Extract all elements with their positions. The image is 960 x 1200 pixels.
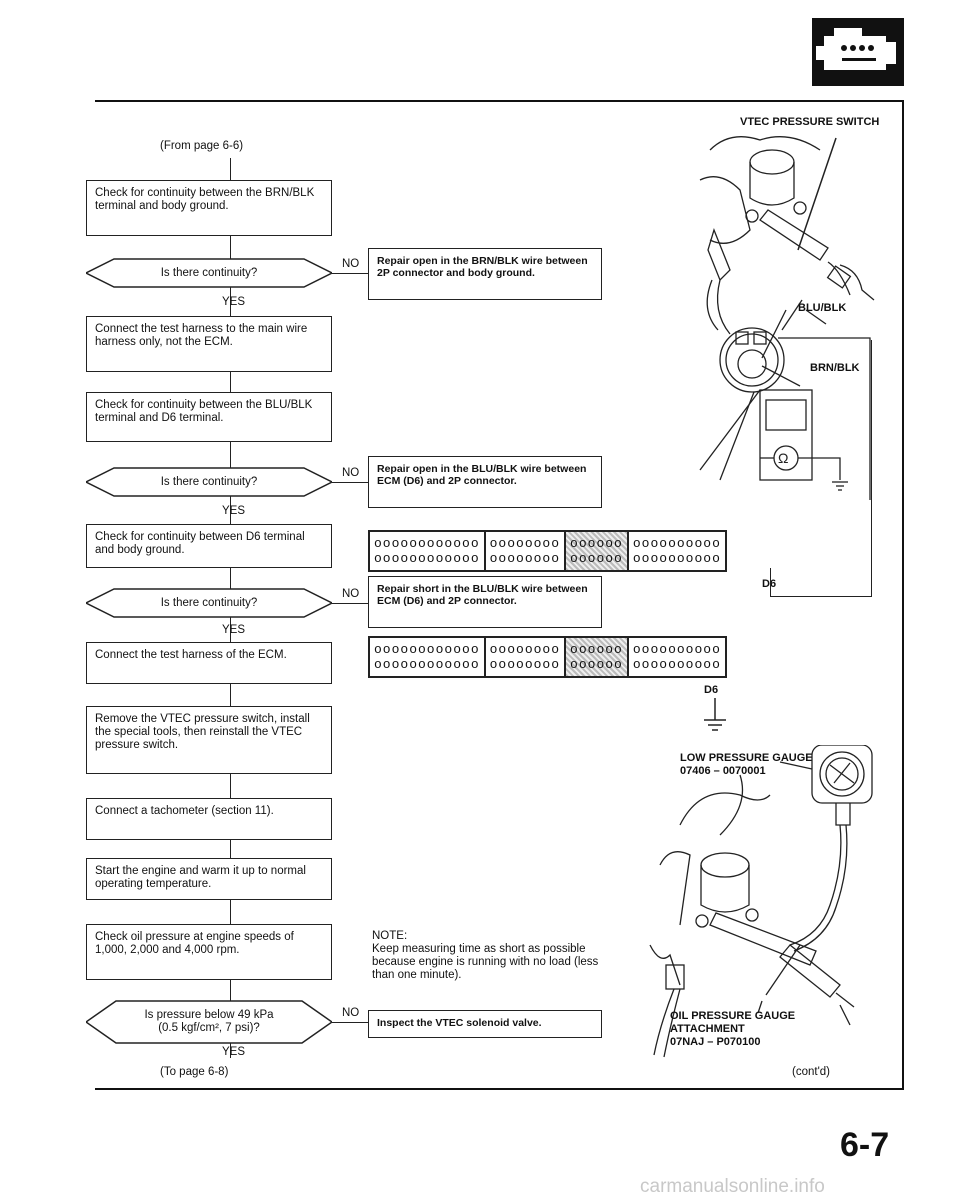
note-title: NOTE:	[372, 930, 408, 942]
oil-pressure-gauge-attachment-label: OIL PRESSURE GAUGE ATTACHMENT 07NAJ – P0…	[670, 1010, 796, 1048]
ground-symbol	[700, 698, 730, 738]
q3-no-label: NO	[342, 588, 360, 600]
step-connect-test-harness-main: Connect the test harness to the main wir…	[86, 316, 332, 372]
q4-no-label: NO	[342, 1007, 360, 1019]
low-pressure-gauge-illustration	[640, 744, 880, 1075]
brn-blk-label: BRN/BLK	[810, 362, 860, 374]
repair-blu-blk-open: Repair open in the BLU/BLK wire between …	[368, 456, 602, 508]
from-page-label: (From page 6-6)	[160, 140, 244, 152]
step-check-d6-ground: Check for continuity between D6 terminal…	[86, 524, 332, 568]
step-remove-vtec-switch: Remove the VTEC pressure switch, install…	[86, 706, 332, 774]
q4-no-connector	[332, 1022, 368, 1023]
question-continuity-3: Is there continuity?	[86, 588, 332, 618]
q1-no-label: NO	[342, 258, 360, 270]
q1-yes-label: YES	[222, 296, 246, 308]
to-page-label: (To page 6-8)	[160, 1066, 229, 1078]
q2-yes-label: YES	[222, 505, 246, 517]
question-continuity-2: Is there continuity?	[86, 467, 332, 497]
blu-blk-label: BLU/BLK	[798, 302, 847, 314]
vtec-switch-illustration: Ω	[690, 120, 900, 590]
right-border	[902, 100, 904, 1090]
step-connect-test-harness-ecm: Connect the test harness of the ECM.	[86, 642, 332, 684]
svg-text:Ω: Ω	[778, 450, 788, 466]
d6-wire-1-up	[871, 340, 872, 597]
page-number: 6-7	[840, 1126, 890, 1164]
watermark: carmanualsonline.info	[640, 1176, 825, 1197]
inspect-vtec-solenoid: Inspect the VTEC solenoid valve.	[368, 1010, 602, 1038]
d6-wire-1	[770, 596, 872, 597]
bottom-rule	[95, 1088, 903, 1090]
q3-no-connector	[332, 603, 368, 604]
engine-section-icon	[812, 18, 904, 86]
step-check-oil-pressure: Check oil pressure at engine speeds of 1…	[86, 924, 332, 980]
step-warm-engine: Start the engine and warm it up to norma…	[86, 858, 332, 900]
repair-brn-blk-open: Repair open in the BRN/BLK wire between …	[368, 248, 602, 300]
note-body: Keep measuring time as short as possible…	[372, 943, 599, 981]
q3-yes-label: YES	[222, 624, 246, 636]
vtec-pressure-switch-label: VTEC PRESSURE SWITCH	[740, 116, 880, 128]
low-pressure-gauge-label: LOW PRESSURE GAUGE 07406 – 0070001	[680, 752, 813, 777]
step-check-brn-blk-ground: Check for continuity between the BRN/BLK…	[86, 180, 332, 236]
repair-blu-blk-short: Repair short in the BLU/BLK wire between…	[368, 576, 602, 628]
question-continuity-1: Is there continuity?	[86, 258, 332, 288]
d6-label-2: D6	[704, 684, 719, 696]
q4-yes-label: YES	[222, 1046, 246, 1058]
step-check-blu-blk-d6: Check for continuity between the BLU/BLK…	[86, 392, 332, 442]
d6-label-1: D6	[762, 578, 777, 590]
note: NOTE: Keep measuring time as short as po…	[372, 930, 622, 982]
question-pressure-below: Is pressure below 49 kPa (0.5 kgf/cm², 7…	[86, 1000, 332, 1044]
q1-no-connector	[332, 273, 368, 274]
top-rule	[95, 100, 903, 102]
step-connect-tachometer: Connect a tachometer (section 11).	[86, 798, 332, 840]
q2-no-label: NO	[342, 467, 360, 479]
q2-no-connector	[332, 482, 368, 483]
d6-lead-1	[770, 568, 771, 596]
contd-label: (cont'd)	[792, 1066, 830, 1078]
